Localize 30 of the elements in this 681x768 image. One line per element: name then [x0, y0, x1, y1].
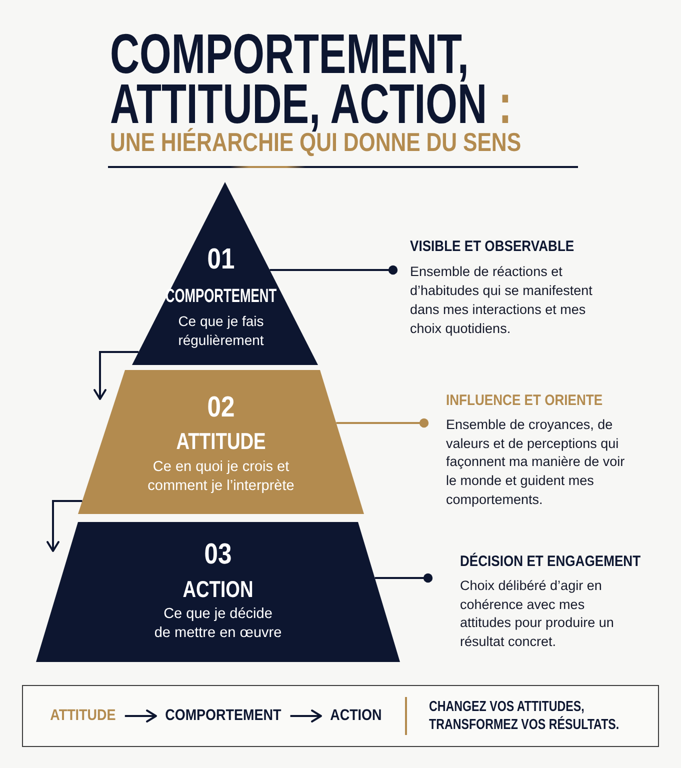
tier-description: Ce en quoi je crois et comment je l’interprète [146, 458, 296, 496]
pyramid-tier [132, 182, 318, 365]
tier-number: 03 [204, 538, 232, 572]
tier-number: 02 [207, 392, 235, 424]
description-heading: VISIBLE ET OBSERVABLE [410, 238, 574, 256]
pyramid-tier [36, 522, 400, 662]
arrow [46, 500, 82, 552]
leader-line [374, 573, 433, 583]
description-text: Choix délibéré d’agir en cohérence avec mes attitudes pour produire un résultat concret. [460, 577, 615, 652]
tier-title: ATTITUDE [176, 428, 266, 454]
arrow [124, 710, 157, 722]
description-heading: INFLUENCE ET ORIENTE [446, 392, 603, 410]
flow-step-label: ACTION [324, 706, 388, 726]
pyramid-tier [78, 370, 364, 514]
arrow [290, 710, 322, 722]
description-heading: DÉCISION ET ENGAGEMENT [460, 553, 641, 571]
tier-number: 01 [207, 244, 235, 276]
summary-bar [22, 685, 659, 747]
slogan-text: CHANGEZ VOS ATTITUDES, TRANSFORMEZ VOS RÉSULTATS. [429, 698, 620, 734]
tier-title: COMPORTEMENT [165, 286, 277, 308]
leader-line [336, 418, 429, 428]
description-text: Ensemble de réactions et d’habitudes qui se manifestent dans mes interactions et mes choix quotidiens. [410, 263, 594, 338]
leader-line [270, 265, 398, 275]
arrow [94, 351, 139, 400]
flow-step-label: ATTITUDE [44, 706, 122, 726]
tier-description: Ce que je décide de mettre en œuvre [153, 605, 283, 643]
tier-title: ACTION [182, 576, 254, 602]
flow-step-label: COMPORTEMENT [159, 706, 288, 726]
description-text: Ensemble de croyances, de valeurs et de perceptions qui façonnent ma manière de voir le monde et guident mes comportements. [446, 416, 626, 509]
tier-description: Ce que je fais régulièrement [177, 312, 265, 350]
